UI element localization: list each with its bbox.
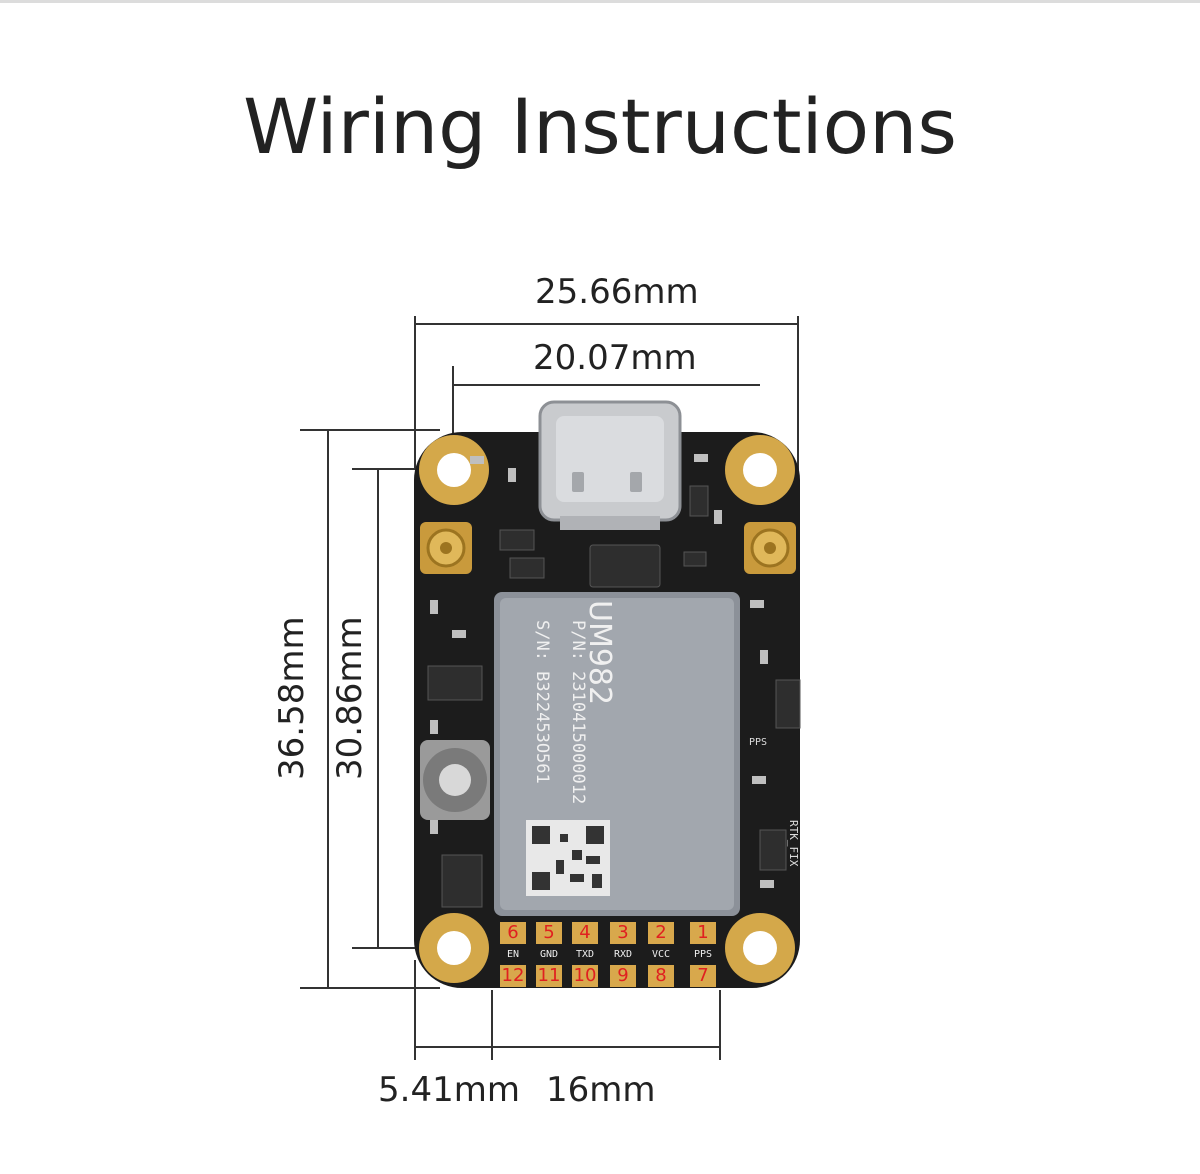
pin-number: 6 — [507, 922, 519, 943]
overall-width-label: 25.66mm — [535, 272, 699, 312]
pin-header — [500, 922, 716, 987]
smd-components — [427, 485, 801, 908]
battery-cell — [420, 740, 490, 820]
module-serial-number: S/N: B322453O561 — [532, 620, 552, 784]
pin-span-label: 16mm — [546, 1070, 656, 1110]
pps-led-label: PPS — [749, 737, 768, 748]
pin-label: PPS — [693, 949, 713, 960]
hole-spacing-width-label: 20.07mm — [533, 338, 697, 378]
dimension-lines — [300, 316, 799, 1060]
pin-number: 10 — [573, 965, 597, 986]
pin-number: 9 — [617, 965, 629, 986]
pin-number: 7 — [697, 965, 709, 986]
usb-c-connector — [538, 400, 682, 530]
mounting-holes — [419, 435, 795, 983]
pin-label: VCC — [651, 949, 671, 960]
pin-number: 1 — [697, 922, 709, 943]
pin-label: TXD — [575, 949, 595, 960]
pin-number: 12 — [501, 965, 525, 986]
module-part-number: P/N: 2310415000012 — [568, 620, 588, 805]
pin-number: 11 — [537, 965, 561, 986]
pin-number: 4 — [579, 922, 591, 943]
rtk-fix-label: RTK_FIX — [787, 820, 800, 867]
antenna-connectors — [420, 522, 796, 574]
um982-module — [494, 592, 740, 916]
pin-number: 3 — [617, 922, 629, 943]
top-divider — [0, 0, 1200, 3]
pin-label: GND — [539, 949, 559, 960]
pin-number: 8 — [655, 965, 667, 986]
passive-components — [430, 454, 774, 888]
pin-number: 2 — [655, 922, 667, 943]
pin-label: RXD — [613, 949, 633, 960]
pin-offset-label: 5.41mm — [378, 1070, 520, 1110]
pin-label: EN — [506, 949, 520, 960]
page-title: Wiring Instructions — [243, 82, 957, 171]
pin-number: 5 — [543, 922, 555, 943]
